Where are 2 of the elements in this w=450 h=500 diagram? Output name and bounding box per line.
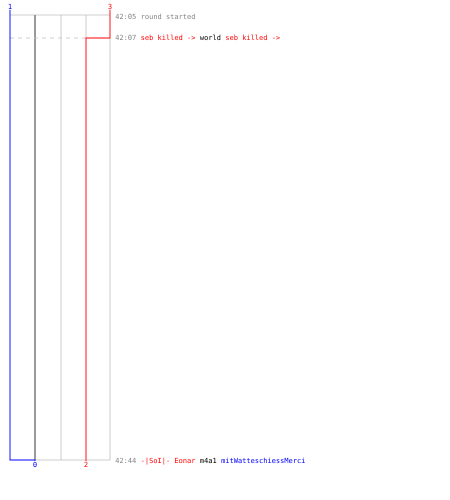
timeline-line xyxy=(10,9,36,462)
timeline-line xyxy=(86,9,110,462)
